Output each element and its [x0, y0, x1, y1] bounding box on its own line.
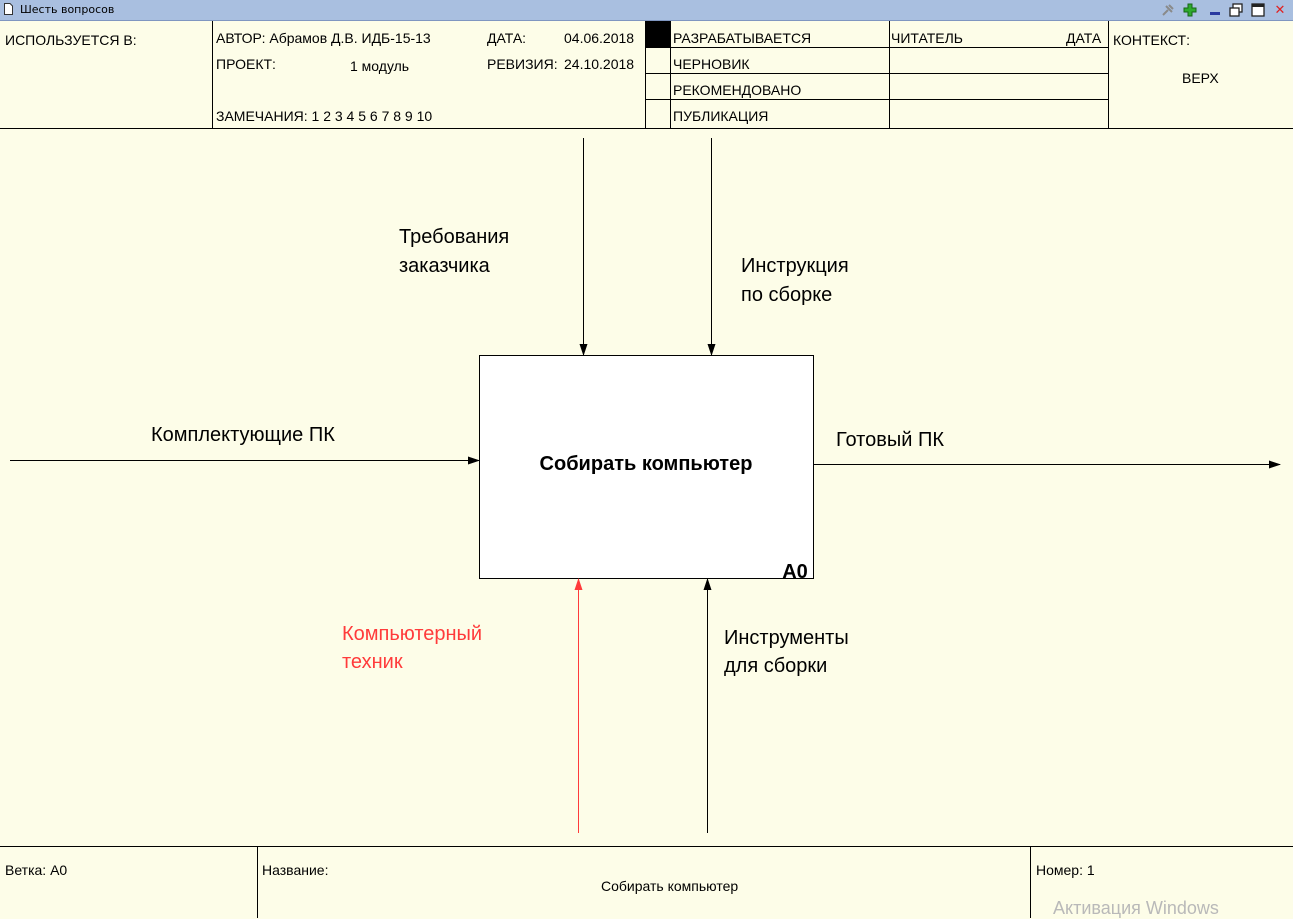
status-publication: ПУБЛИКАЦИЯ — [673, 108, 769, 124]
number-field: Номер: 1 — [1036, 862, 1095, 878]
maximize-icon[interactable] — [1250, 2, 1266, 18]
title-label: Название: — [262, 862, 329, 878]
status-marker — [646, 21, 670, 47]
minimize-icon[interactable] — [1207, 2, 1223, 18]
idef0-footer: Ветка: A0 Название: Собирать компьютер Н… — [0, 846, 1293, 918]
project-value: 1 модуль — [350, 58, 410, 74]
notes-field: ЗАМЕЧАНИЯ: 1 2 3 4 5 6 7 8 9 10 — [216, 108, 433, 124]
document-icon — [4, 3, 13, 15]
control-label-instructions: Инструкция по сборке — [741, 255, 854, 306]
node-field: Ветка: A0 — [5, 862, 68, 878]
activity-node-id: A0 — [782, 561, 808, 583]
reader-label: ЧИТАТЕЛЬ — [891, 30, 963, 46]
context-label: КОНТЕКСТ: — [1113, 32, 1190, 48]
windows-activation-watermark: Активация Windows — [1053, 898, 1219, 918]
add-icon[interactable] — [1182, 2, 1198, 18]
activity-box[interactable]: Собирать компьютер A0 — [479, 355, 814, 584]
date-label: ДАТА: — [487, 30, 527, 46]
project-label: ПРОЕКТ: — [216, 56, 276, 72]
date-value: 04.06.2018 — [564, 30, 635, 46]
revision-label: РЕВИЗИЯ: — [487, 56, 558, 72]
context-value: ВЕРХ — [1182, 70, 1219, 86]
title-value: Собирать компьютер — [601, 878, 739, 894]
activity-label: Собирать компьютер — [540, 453, 753, 475]
mechanism-label-technician: Компьютерный техник — [342, 623, 488, 673]
output-label-finished-pc: Готовый ПК — [836, 429, 944, 451]
reader-date-label: ДАТА — [1066, 30, 1102, 46]
author-field: АВТОР: Абрамов Д.В. ИДБ-15-13 — [216, 30, 431, 46]
close-icon[interactable]: ✕ — [1274, 2, 1286, 17]
status-working: РАЗРАБАТЫВАЕТСЯ — [673, 30, 812, 46]
input-label-components: Комплектующие ПК — [151, 424, 335, 446]
mechanism-label-tools: Инструменты для сборки — [724, 627, 854, 677]
used-in-label: ИСПОЛЬЗУЕТСЯ В: — [5, 32, 137, 48]
restore-icon[interactable] — [1228, 2, 1244, 18]
pin-icon[interactable] — [1160, 2, 1176, 18]
idef0-header: ИСПОЛЬЗУЕТСЯ В: АВТОР: Абрамов Д.В. ИДБ-… — [0, 21, 1293, 129]
status-recommended: РЕКОМЕНДОВАНО — [673, 82, 802, 98]
window-title: Шесть вопросов — [20, 3, 115, 16]
status-draft: ЧЕРНОВИК — [673, 56, 750, 72]
control-label-requirements: Требования заказчика — [399, 226, 515, 277]
revision-value: 24.10.2018 — [564, 56, 635, 72]
window-titlebar: Шесть вопросов ✕ — [0, 0, 1293, 21]
